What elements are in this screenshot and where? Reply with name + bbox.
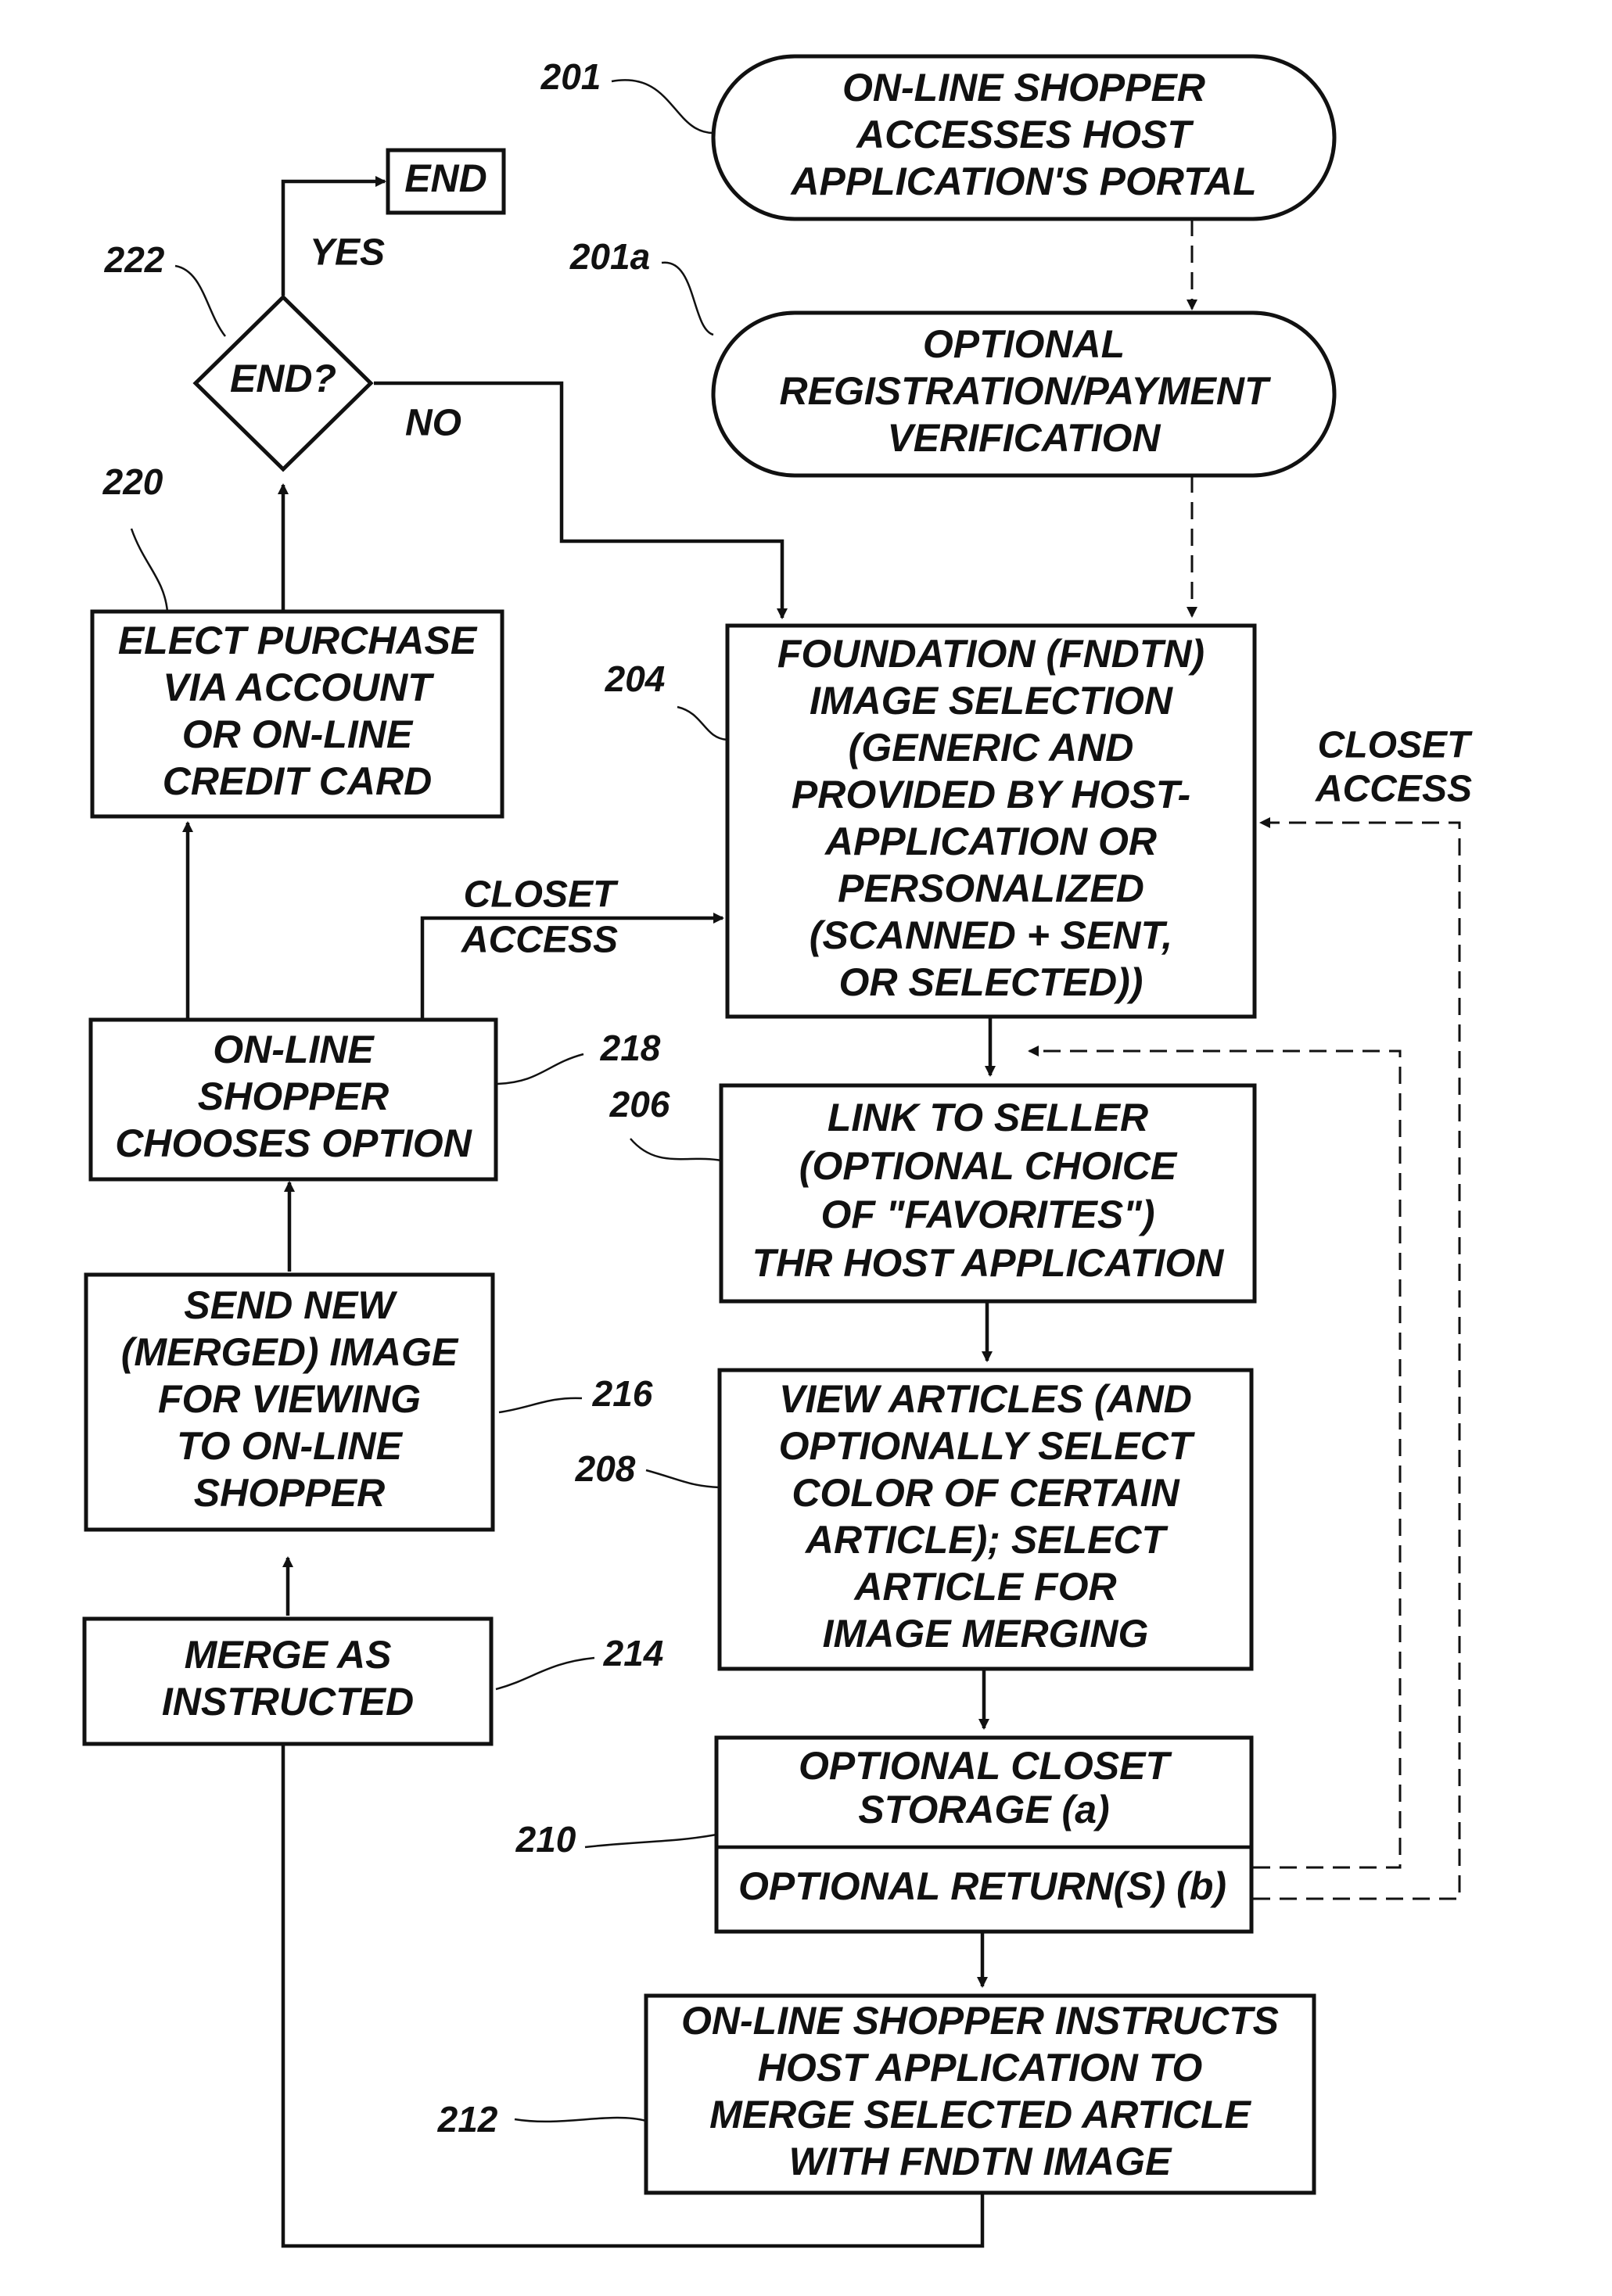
node-208-label-line-5: ARTICLE FOR: [853, 1565, 1116, 1609]
node-204-label-line-5: APPLICATION OR: [824, 820, 1157, 863]
node-204-label-line-6: PERSONALIZED: [838, 866, 1144, 910]
edge-label-closet-access-left-line-1: CLOSET: [464, 874, 619, 916]
leader-216: [499, 1398, 582, 1412]
ref-218: 218: [600, 1028, 661, 1068]
node-210-storage-label-line-1: OPTIONAL CLOSET: [799, 1744, 1173, 1788]
edge-label-no: NO: [405, 403, 461, 444]
node-201-label-line-1: ON-LINE SHOPPER: [842, 66, 1205, 109]
node-208-label-line-6: IMAGE MERGING: [823, 1612, 1149, 1656]
node-206-label-line-3: OF "FAVORITES"): [820, 1193, 1154, 1236]
ref-210: 210: [515, 1819, 576, 1860]
node-210-returns-label-line-1: OPTIONAL RETURN(S) (b): [738, 1864, 1226, 1908]
ref-214: 214: [603, 1633, 664, 1674]
ref-208: 208: [575, 1448, 636, 1489]
node-208-label-line-3: COLOR OF CERTAIN: [792, 1471, 1179, 1515]
leader-220: [131, 529, 167, 612]
leader-206: [630, 1139, 721, 1161]
leader-204: [677, 707, 727, 740]
node-220-label-line-1: ELECT PURCHASE: [118, 619, 478, 662]
node-201a-label-line-3: VERIFICATION: [887, 416, 1161, 460]
node-220-label-line-2: VIA ACCOUNT: [163, 665, 435, 709]
node-218-label-line-1: ON-LINE: [213, 1028, 375, 1071]
node-206-label-line-4: THR HOST APPLICATION: [752, 1241, 1225, 1285]
node-216-label-line-3: FOR VIEWING: [158, 1377, 421, 1421]
edge-label-yes: YES: [310, 232, 385, 274]
node-220-label-line-4: CREDIT CARD: [163, 759, 432, 803]
node-218-label-line-2: SHOPPER: [198, 1074, 390, 1118]
edge-label-closet-access-left-line-2: ACCESS: [461, 920, 618, 961]
edge-label-closet-access-right-line-2: ACCESS: [1315, 769, 1472, 810]
leader-212: [515, 2118, 646, 2122]
leader-218: [497, 1054, 583, 1084]
node-204-label-line-2: IMAGE SELECTION: [810, 679, 1173, 723]
dashed-arrow-returns-to-204: [1253, 823, 1459, 1899]
leader-201: [612, 80, 713, 133]
leader-210: [585, 1835, 716, 1847]
node-216-label-line-1: SEND NEW: [184, 1283, 397, 1327]
node-212-label-line-1: ON-LINE SHOPPER INSTRUCTS: [681, 1999, 1279, 2043]
node-end-label-line-1: END: [404, 156, 487, 200]
node-201a-label-line-1: OPTIONAL: [923, 322, 1125, 366]
node-212-label-line-3: MERGE SELECTED ARTICLE: [709, 2093, 1251, 2136]
ref-201a: 201a: [569, 236, 650, 277]
node-212-label-line-2: HOST APPLICATION TO: [758, 2046, 1203, 2090]
node-206-label-line-2: (OPTIONAL CHOICE: [799, 1144, 1178, 1188]
node-216-label-line-5: SHOPPER: [194, 1471, 386, 1515]
node-201-label-line-2: ACCESSES HOST: [855, 113, 1194, 156]
leader-201a: [662, 263, 713, 335]
node-218-label-line-3: CHOOSES OPTION: [115, 1121, 472, 1165]
node-204-label-line-1: FOUNDATION (FNDTN): [777, 632, 1205, 676]
node-208-label-line-4: ARTICLE); SELECT: [804, 1518, 1169, 1562]
node-208-label-line-1: VIEW ARTICLES (AND: [779, 1377, 1192, 1421]
leader-222: [175, 266, 225, 336]
node-208-label-line-2: OPTIONALLY SELECT: [779, 1424, 1196, 1468]
ref-201: 201: [540, 56, 601, 97]
edge-label-closet-access-right-line-1: CLOSET: [1318, 725, 1473, 766]
node-206-label-line-1: LINK TO SELLER: [828, 1096, 1148, 1139]
node-201-label-line-3: APPLICATION'S PORTAL: [789, 160, 1256, 203]
node-204-label-line-7: (SCANNED + SENT,: [810, 913, 1172, 957]
ref-216: 216: [592, 1373, 653, 1414]
ref-220: 220: [102, 461, 163, 502]
node-204-label-line-3: (GENERIC AND: [849, 726, 1134, 770]
leader-214: [496, 1658, 594, 1689]
ref-204: 204: [605, 658, 666, 699]
node-204-label-line-8: OR SELECTED)): [839, 960, 1143, 1004]
node-214-label-line-2: INSTRUCTED: [162, 1680, 414, 1724]
node-204-label-line-4: PROVIDED BY HOST-: [792, 773, 1190, 816]
leader-208: [646, 1470, 720, 1487]
ref-222: 222: [104, 239, 165, 280]
node-220-label-line-3: OR ON-LINE: [182, 712, 414, 756]
node-214-label-line-1: MERGE AS: [185, 1633, 392, 1677]
node-210-storage-label-line-2: STORAGE (a): [858, 1788, 1109, 1831]
node-216-label-line-2: (MERGED) IMAGE: [121, 1330, 459, 1374]
node-212-label-line-4: WITH FNDTN IMAGE: [789, 2140, 1172, 2183]
node-216-label-line-4: TO ON-LINE: [177, 1424, 404, 1468]
node-222-label-line-1: END?: [230, 357, 336, 400]
ref-206: 206: [609, 1084, 670, 1125]
node-201a-label-line-2: REGISTRATION/PAYMENT: [780, 369, 1272, 413]
ref-212: 212: [437, 2099, 498, 2140]
